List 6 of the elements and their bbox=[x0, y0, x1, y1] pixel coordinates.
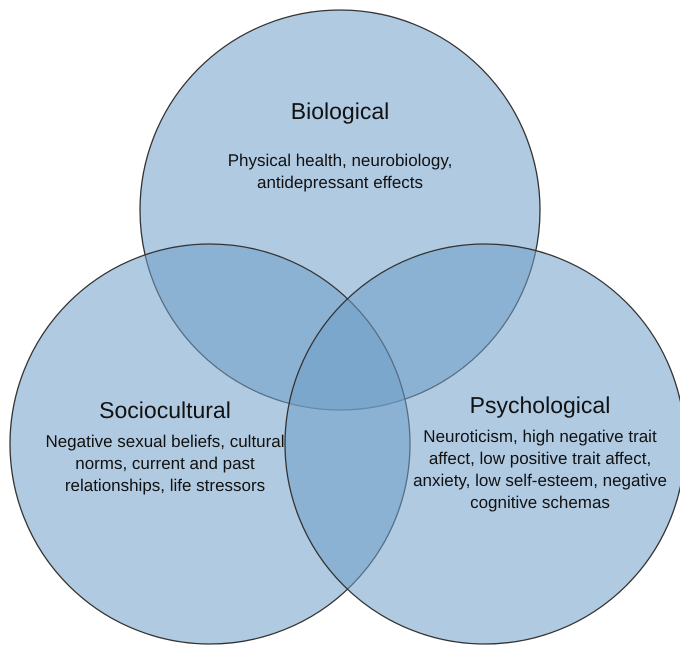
circle-description: Physical health, neurobiology, antidepressant effects bbox=[226, 150, 454, 194]
circle-heading: Biological bbox=[290, 98, 390, 125]
circle-description: Negative sexual beliefs, cultural norms, current and past relationships, life stressors bbox=[44, 431, 286, 497]
circle-heading: Sociocultural bbox=[99, 397, 231, 424]
circle-description: Neuroticism, high negative trait affect, low positive trait affect, anxiety, low self-esteem, negative cognitive schemas bbox=[412, 426, 668, 514]
circle-heading: Psychological bbox=[470, 392, 610, 419]
